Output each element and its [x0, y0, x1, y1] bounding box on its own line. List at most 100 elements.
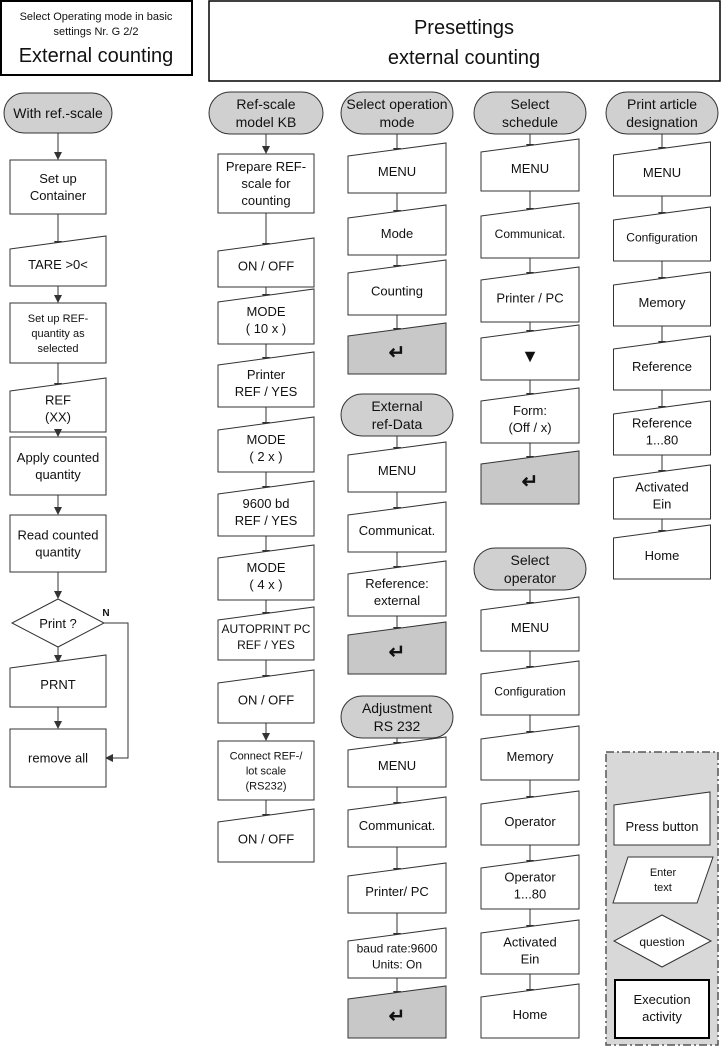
col3b-step-0	[347, 441, 447, 493]
col2-step-1	[217, 237, 315, 288]
decision-no-path	[104, 622, 129, 762]
col3c-enter	[347, 985, 447, 1039]
col4a-step-2	[480, 266, 580, 323]
col2-step-7-label-line: AUTOPRINT PC	[222, 622, 311, 636]
col1-step-4-label-line: quantity	[35, 467, 81, 482]
header-right-title-2: external counting	[388, 47, 540, 69]
col4a-step-1-label-line: Communicat.	[495, 227, 566, 241]
col3a-step-1	[347, 204, 447, 256]
col2-step-8-label-line: ON / OFF	[238, 692, 294, 707]
col2-step-0-label-line: scale for	[241, 176, 291, 191]
col3a-step-0-label-line: MENU	[378, 164, 416, 179]
col2-step-8	[217, 669, 315, 724]
col4b-step-2-label-line: Memory	[507, 749, 554, 764]
col2-step-7	[217, 606, 315, 661]
col1-remove-all	[9, 728, 107, 788]
col3b-step-1	[347, 501, 447, 553]
col2-step-2-label-line: ( 10 x )	[246, 321, 286, 336]
col1-step-5	[9, 514, 107, 573]
col3b-step-1-label-line: Communicat.	[359, 523, 436, 538]
col5-step-5-label-line: Activated	[635, 479, 688, 494]
col2-step-3	[217, 351, 315, 408]
col1-heading-label-line: With ref.-scale	[13, 105, 103, 121]
decision-no-label: N	[102, 608, 109, 619]
col2-step-4-label-line: ( 2 x )	[249, 449, 282, 464]
col1-prnt-label-line: PRNT	[40, 677, 75, 692]
col4b-step-3-label-line: Operator	[504, 814, 556, 829]
legend-enter-label-1: Enter	[650, 867, 677, 879]
col4b-step-4-label-line: 1...80	[514, 886, 547, 901]
col4b-step-6-label-line: Home	[513, 1007, 548, 1022]
col1-remove-all-label-line: remove all	[28, 751, 88, 766]
col4b-step-5-label-line: Activated	[503, 934, 556, 949]
col5-step-0-label-line: MENU	[643, 165, 681, 180]
col5-step-6	[613, 524, 711, 580]
enter-symbol: ↵	[389, 342, 406, 364]
col5-step-2	[613, 271, 711, 327]
col3b-step-2-label-line: Reference:	[365, 576, 429, 591]
legend-enter-shape	[612, 856, 714, 904]
col1-step-2-label-line: quantity as	[31, 328, 85, 340]
col4b-step-0-label-line: MENU	[511, 620, 549, 635]
enter-symbol: ↵	[389, 1005, 406, 1027]
col4b-step-1-label-line: Configuration	[494, 684, 565, 698]
col5-step-0	[613, 141, 711, 197]
col2-step-3-label-line: Printer	[247, 367, 286, 382]
col3c-step-0-label-line: MENU	[378, 758, 416, 773]
col3a-step-2-label-line: Counting	[371, 283, 423, 298]
decision-label: Print ?	[39, 616, 77, 631]
col3c-heading-label-line: RS 232	[374, 718, 421, 734]
col3c-heading-label-line: Adjustment	[362, 700, 432, 716]
header-left-subtitle-1: Select Operating mode in basic	[20, 11, 173, 23]
col3b-step-2	[347, 560, 447, 617]
col2-step-6-label-line: ( 4 x )	[249, 577, 282, 592]
col4b-step-5	[480, 919, 580, 975]
col3a-step-1-label-line: Mode	[381, 226, 414, 241]
col2-step-6-label-line: MODE	[247, 560, 286, 575]
col2-heading-label-line: model KB	[236, 114, 297, 130]
col5-step-4	[613, 400, 711, 456]
col2-step-5-label-line: 9600 bd	[243, 496, 290, 511]
col2-step-10	[217, 808, 315, 863]
enter-symbol: ↵	[389, 641, 406, 663]
col5-step-1-label-line: Configuration	[626, 230, 697, 244]
col3c-step-3-label-line: baud rate:9600	[357, 941, 438, 955]
col3c-step-3	[347, 927, 447, 979]
col4a-step-0	[480, 138, 580, 192]
col5-step-5	[613, 464, 711, 520]
col4b-step-1	[480, 660, 580, 716]
col1-step-2	[9, 302, 107, 364]
header-left-box	[0, 0, 193, 76]
col1-step-0-label-line: Set up	[39, 171, 77, 186]
col3a-step-0	[347, 142, 447, 194]
legend-execution-label-1: Execution	[633, 992, 690, 1007]
col5-step-1	[613, 206, 711, 262]
col4b-heading-label-line: Select	[511, 552, 550, 568]
col2-step-0	[217, 153, 315, 214]
col1-step-5-label-line: quantity	[35, 545, 81, 560]
col3c-step-3-label-line: Units: On	[372, 957, 422, 971]
col2-step-3-label-line: REF / YES	[235, 384, 298, 399]
col5-heading-label-line: Print article	[627, 96, 697, 112]
col2-step-4-label-line: MODE	[247, 432, 286, 447]
col4a-step-4-label-line: Form:	[513, 403, 547, 418]
col2-step-9-label-line: lot scale	[246, 765, 286, 777]
col4a-heading-label-line: Select	[511, 96, 550, 112]
col4b-step-0	[480, 596, 580, 652]
col5-step-5-label-line: Ein	[653, 496, 672, 511]
col4a-enter	[480, 450, 580, 505]
header-left-title: External counting	[19, 45, 174, 67]
col4b-heading-label-line: operator	[504, 570, 556, 586]
col4b-step-4-label-line: Operator	[504, 869, 556, 884]
col3a-heading-label-line: Select operation	[346, 96, 447, 112]
col1-step-5-label-line: Read counted	[18, 528, 99, 543]
col5-step-4-label-line: 1...80	[646, 432, 679, 447]
col4b-step-5-label-line: Ein	[521, 951, 540, 966]
col5-step-4-label-line: Reference	[632, 415, 692, 430]
col3c-step-1-label-line: Communicat.	[359, 818, 436, 833]
col1-step-3-label-line: (XX)	[45, 409, 71, 424]
col4a-step-3	[480, 324, 580, 381]
header-right-box	[208, 0, 721, 82]
col5-step-3-label-line: Reference	[632, 359, 692, 374]
